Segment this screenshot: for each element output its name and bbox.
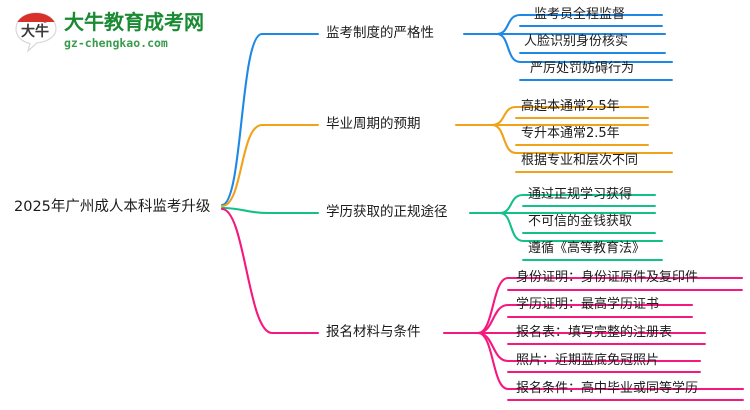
- logo-site-url: gz-chengkao.com: [64, 36, 168, 50]
- leaf-node-4-3[interactable]: 报名表：填写完整的注册表: [516, 325, 673, 340]
- leaf-node-4-4[interactable]: 照片：近期蓝底免冠照片: [516, 353, 660, 368]
- branch-node-4[interactable]: 报名材料与条件: [326, 324, 421, 340]
- connector-root-branch-2: [220, 123, 320, 208]
- branch-node-3[interactable]: 学历获取的正规途径: [326, 204, 448, 220]
- leaf-node-3-1[interactable]: 通过正规学习获得: [528, 187, 633, 202]
- leaf-node-3-3[interactable]: 遵循《高等教育法》: [528, 241, 646, 256]
- leaf-node-2-3[interactable]: 根据专业和层次不同: [521, 153, 639, 168]
- leaf-node-1-3[interactable]: 严厉处罚妨碍行为: [530, 61, 635, 76]
- connector-root-branch-4: [220, 207, 320, 335]
- connector-root-branch-1: [220, 32, 320, 207]
- leaf-node-4-2[interactable]: 学历证明：最高学历证书: [516, 297, 660, 312]
- branch-node-1[interactable]: 监考制度的严格性: [326, 25, 434, 41]
- site-logo: 大牛 大牛教育成考网 gz-chengkao.com: [14, 9, 204, 57]
- branch-node-2[interactable]: 毕业周期的预期: [326, 116, 421, 132]
- logo-mark-icon: 大牛: [15, 12, 57, 53]
- leaf-node-4-5[interactable]: 报名条件：高中毕业或同等学历: [516, 381, 699, 396]
- leaf-node-2-2[interactable]: 专升本通常2.5年: [521, 126, 620, 141]
- leaf-node-1-2[interactable]: 人脸识别身份核实: [524, 34, 629, 49]
- mindmap-root-node[interactable]: 2025年广州成人本科监考升级: [14, 199, 211, 215]
- svg-text:大牛: 大牛: [21, 23, 49, 40]
- leaf-node-2-1[interactable]: 高起本通常2.5年: [521, 99, 620, 114]
- leaf-node-4-1[interactable]: 身份证明：身份证原件及复印件: [516, 270, 699, 285]
- leaf-node-1-1[interactable]: 监考员全程监督: [534, 7, 626, 22]
- logo-site-name: 大牛教育成考网: [64, 10, 204, 34]
- connector-root-branch-3: [220, 206, 320, 215]
- logo-text-block: 大牛教育成考网 gz-chengkao.com: [64, 10, 204, 51]
- leaf-node-3-2[interactable]: 不可信的金钱获取: [528, 214, 633, 229]
